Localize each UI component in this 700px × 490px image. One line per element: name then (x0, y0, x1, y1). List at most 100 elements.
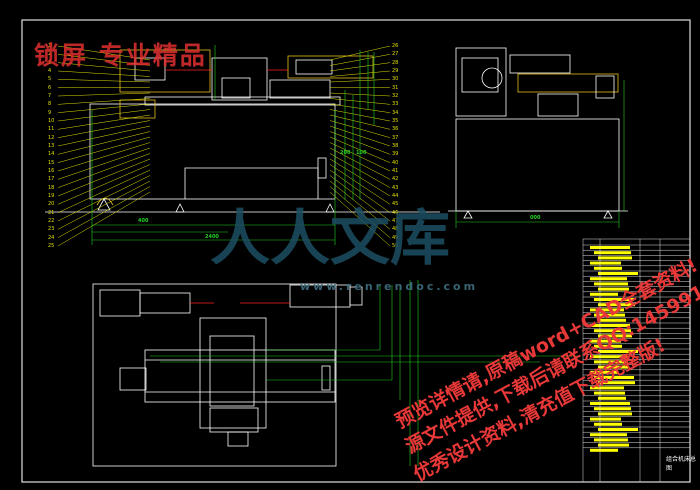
leader-line (57, 103, 151, 113)
leader-line (57, 153, 151, 188)
plan-dimensions (150, 280, 580, 466)
part-number-label: 22 (48, 218, 55, 224)
parts-list-entry (598, 428, 638, 431)
part-number-label: 28 (392, 59, 399, 66)
right-slide (269, 79, 331, 99)
part-number-label: 50 (392, 243, 399, 249)
part-number-label: 19 (48, 193, 55, 199)
part-number-label: 3 (48, 59, 52, 66)
part-number-label: 36 (392, 126, 399, 133)
leader-line (57, 131, 151, 155)
parts-list-entry (598, 350, 638, 353)
plan-left-head (99, 289, 141, 317)
leader-line (57, 54, 151, 66)
parts-list-entry (598, 256, 632, 260)
part-number-label: 33 (392, 101, 399, 108)
side-column (455, 47, 507, 117)
parts-list-entry (598, 272, 638, 275)
part-number-label: 49 (392, 234, 399, 241)
part-number-label: 45 (392, 201, 399, 208)
part-number-label: 31 (392, 84, 399, 91)
leader-line (57, 79, 151, 83)
part-number-label: 16 (48, 168, 55, 174)
work-table (144, 96, 341, 106)
parts-list-entry (594, 438, 628, 442)
part-number-label: 27 (392, 51, 399, 58)
parts-list-entry (598, 443, 629, 447)
parts-list-entry (594, 282, 628, 286)
side-view (448, 47, 628, 219)
part-number-label: 13 (48, 143, 55, 149)
parts-list-entry (594, 329, 631, 333)
top-watermark: 锁屏 专业精品 (34, 41, 207, 70)
dim-front-side-a: 200 (340, 150, 351, 156)
leader-line (57, 180, 151, 230)
parts-list-entry (590, 324, 630, 327)
part-number-label: 24 (48, 234, 55, 241)
leader-line (57, 175, 151, 222)
brand-watermark: 人人文库 (210, 204, 450, 274)
leader-line (329, 191, 391, 247)
leader-line (329, 180, 391, 230)
title-block-name: 组合机床总图 (666, 456, 697, 472)
part-number-label: 43 (392, 184, 399, 191)
part-number-label: 18 (48, 184, 55, 191)
parts-list-entry (598, 412, 632, 416)
parts-list-entry (598, 318, 626, 322)
plan-bed (144, 349, 336, 403)
leader-line (57, 142, 151, 172)
parts-list-entry (590, 448, 618, 452)
leader-line (57, 114, 151, 130)
leader-line (57, 70, 151, 77)
leader-line (57, 92, 151, 97)
side-fixture (537, 93, 579, 117)
dim-front-side-b: 100 (356, 150, 367, 156)
part-number-label: 1 (48, 43, 52, 49)
front-leaders-left (57, 45, 151, 247)
part-number-label: 7 (48, 93, 52, 99)
leader-line (57, 191, 151, 247)
parts-list-entry (594, 376, 634, 379)
parts-list-entry (594, 298, 634, 301)
side-motor-housing (461, 57, 499, 93)
parts-list-entry (590, 355, 627, 359)
part-number-label: 6 (48, 84, 52, 91)
parts-list-entry (598, 365, 629, 369)
leader-line (57, 109, 151, 122)
parts-list-entry (598, 381, 635, 385)
parts-list-entry (590, 433, 627, 437)
parts-list-entry (594, 251, 631, 255)
part-number-label: 14 (48, 151, 55, 158)
parts-list-entry (590, 292, 618, 296)
part-number-label: 48 (392, 226, 399, 233)
plan-lower-motor (227, 431, 249, 447)
front-view (45, 49, 440, 213)
leader-line (57, 147, 151, 180)
parts-list-entry (594, 422, 622, 426)
parts-list-entry (590, 246, 630, 249)
parts-list (582, 238, 691, 483)
part-number-label: 10 (48, 118, 55, 124)
part-number-label: 32 (392, 93, 399, 99)
parts-list-entry (594, 344, 622, 348)
leader-line (57, 158, 151, 197)
leader-line (57, 164, 151, 205)
leader-line (57, 98, 151, 105)
parts-list-entry (590, 261, 621, 265)
front-dimensions (91, 45, 375, 245)
part-number-label: 11 (48, 126, 55, 133)
parts-list-entry (590, 339, 621, 343)
leader-line (57, 186, 151, 238)
part-number-label: 15 (48, 159, 55, 166)
leader-line (57, 62, 151, 72)
leader-line (57, 120, 151, 138)
plan-view (92, 283, 363, 467)
side-slide (517, 73, 619, 93)
plan-fixture-inner (209, 335, 255, 407)
parts-list-entry (590, 277, 627, 281)
parts-list-entry (594, 313, 625, 317)
part-number-label: 35 (392, 118, 399, 124)
side-cylinder (595, 75, 615, 99)
